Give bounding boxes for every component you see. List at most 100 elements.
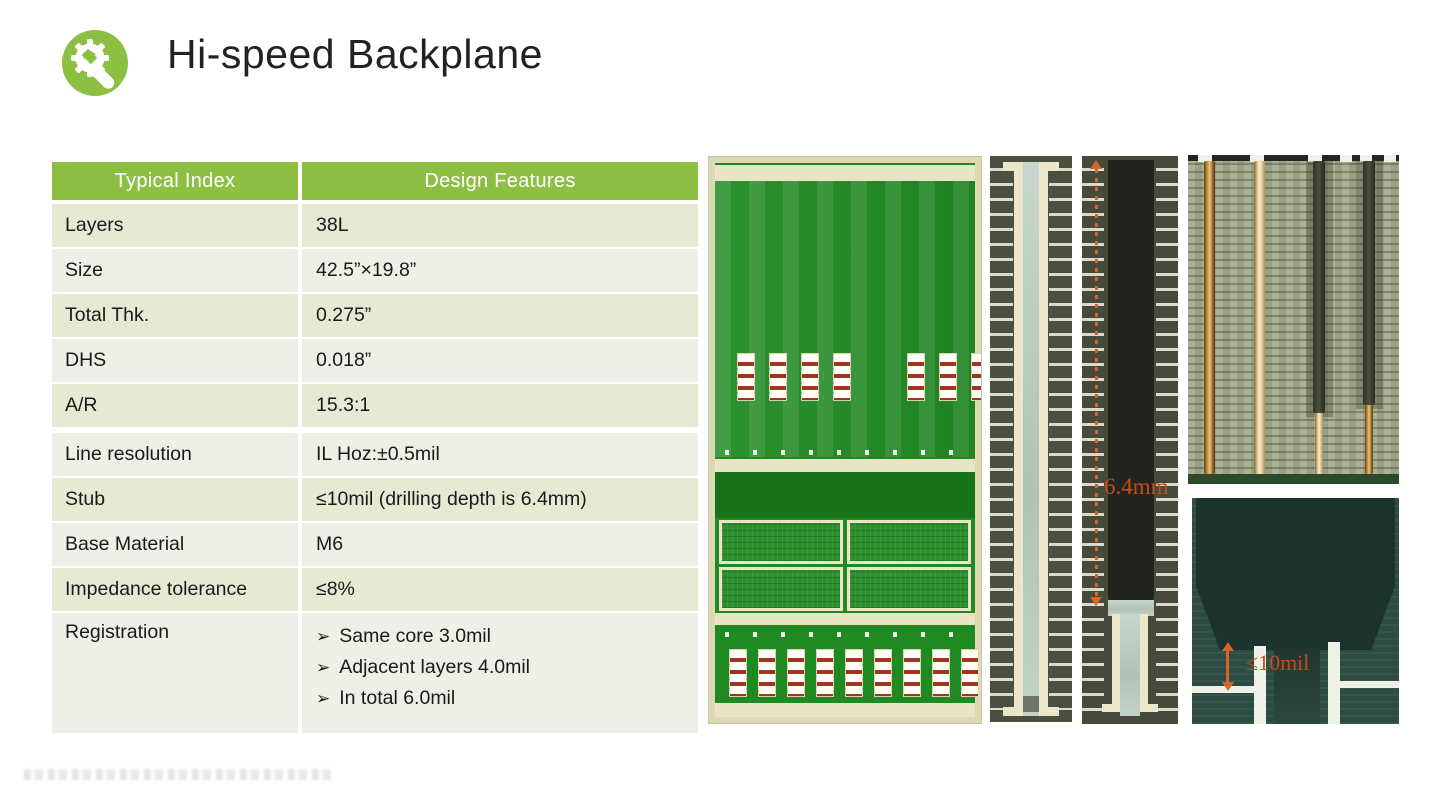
row-value: 42.5”×19.8” [302,249,698,292]
pcb-dark-band [715,472,975,518]
row-label: Line resolution [52,433,298,476]
pad-cluster [932,649,950,697]
row-value: ➢Same core 3.0mil ➢Adjacent layers 4.0mi… [302,613,698,733]
backdrilled-via [1313,161,1325,413]
table-row-line-resolution: Line resolution IL Hoz:±0.5mil [52,433,698,476]
pad-cluster [903,649,921,697]
watermark [24,769,334,780]
via-stub [1365,405,1373,474]
pad-cluster [845,649,863,697]
drill-column [1274,648,1320,724]
pad-cluster [801,353,819,401]
row-label: Stub [52,478,298,521]
registration-item: ➢Adjacent layers 4.0mil [316,652,698,683]
via-cap [1003,707,1023,716]
table-row-layers: Layers 38L [52,204,698,247]
pad-cluster [971,353,981,401]
via-cap [1039,162,1059,171]
arrow-bullet-icon: ➢ [316,689,331,708]
pcb-bottom-edge-strip [715,703,975,717]
copper-layer-ticks-left [990,168,1013,710]
copper-layer-ticks-right [1156,168,1178,712]
table-row-stub: Stub ≤10mil (drilling depth is 6.4mm) [52,478,698,521]
arrow-bullet-icon: ➢ [316,627,331,646]
stub-limit-annotation: ≤10mil [1246,650,1310,675]
pcb-connector-row-bottom [729,649,979,697]
laminate-top-strip [1188,155,1399,161]
table-row-base-material: Base Material M6 [52,523,698,566]
row-value: 38L [302,204,698,247]
page-title: Hi-speed Backplane [167,31,543,77]
plating-wall-right [1328,642,1340,724]
registration-item-text: Adjacent layers 4.0mil [339,656,531,678]
row-value: ≤8% [302,568,698,611]
backdrilled-hole [1108,160,1154,604]
table-row-impedance-tolerance: Impedance tolerance ≤8% [52,568,698,611]
pad-cluster [874,649,892,697]
row-label: Size [52,249,298,292]
pad-cluster [758,649,776,697]
via-wall-left [1112,614,1120,710]
registration-item: ➢Same core 3.0mil [316,621,698,652]
pcb-hatch-panel [719,520,843,564]
row-label: DHS [52,339,298,382]
dimension-line [1095,169,1098,597]
row-label: Base Material [52,523,298,566]
pad-cluster [737,353,755,401]
column-header-design-features: Design Features [302,162,698,200]
table-row-total-thk: Total Thk. 0.275” [52,294,698,337]
copper-layer-right [1340,681,1399,688]
pcb-hatch-panel [847,520,971,564]
pcb-via-dot-row [715,447,975,457]
pad-cluster [787,649,805,697]
via-foot [1102,704,1120,712]
table-row-ar: A/R 15.3:1 [52,384,698,427]
top-pad [1198,155,1212,162]
pcb-top-edge-strip [715,165,975,181]
pcb-via-dot-row [715,629,975,639]
via-bottom-smudge [1023,696,1039,712]
dimension-arrow-top [1090,160,1102,169]
registration-item-text: In total 6.0mil [339,687,456,709]
via-cross-section-photo [990,156,1072,722]
row-label: Impedance tolerance [52,568,298,611]
row-label: A/R [52,384,298,427]
top-pad [1308,155,1322,162]
via-cap [1039,707,1059,716]
table-row-registration: Registration ➢Same core 3.0mil ➢Adjacent… [52,613,698,733]
multi-via-cross-section-photo [1188,155,1399,484]
plating-wall-left [1254,646,1266,724]
backdrill-hole-shape [1196,498,1395,650]
copper-layer-ticks-right [1049,168,1072,710]
backdrill-cross-section-photo: 6.4mm [1082,156,1178,724]
column-header-typical-index: Typical Index [52,162,298,200]
pad-cluster [816,649,834,697]
registration-item: ➢ In total 6.0mil [316,683,698,714]
row-value: 0.018” [302,339,698,382]
via-foot [1140,704,1158,712]
pcb-connector-row-top [737,353,981,401]
pad-cluster [769,353,787,401]
pad-cluster [961,649,979,697]
via-wall-right [1039,162,1048,716]
pad-cluster [729,649,747,697]
row-value: 15.3:1 [302,384,698,427]
stub-arrow-bottom [1222,682,1234,691]
row-value: 0.275” [302,294,698,337]
stub-dimension-line [1226,650,1229,682]
pcb-upper-section [715,181,975,457]
row-label: Total Thk. [52,294,298,337]
stub-closeup-photo: ≤10mil [1192,498,1399,724]
top-pad [1250,155,1264,162]
backplane-board-photo [708,156,982,724]
via-cap [1003,162,1023,171]
gear-wrench-icon [62,30,128,96]
pcb-hatch-panel [719,567,843,611]
plated-via-copper [1254,161,1265,474]
via-stub [1315,413,1323,474]
via-wall-left [1014,162,1023,716]
pcb-hatch-panel [847,567,971,611]
dimension-arrow-bottom [1090,597,1102,606]
plated-via-copper [1204,161,1215,474]
laminate-bottom-strip [1188,474,1399,484]
